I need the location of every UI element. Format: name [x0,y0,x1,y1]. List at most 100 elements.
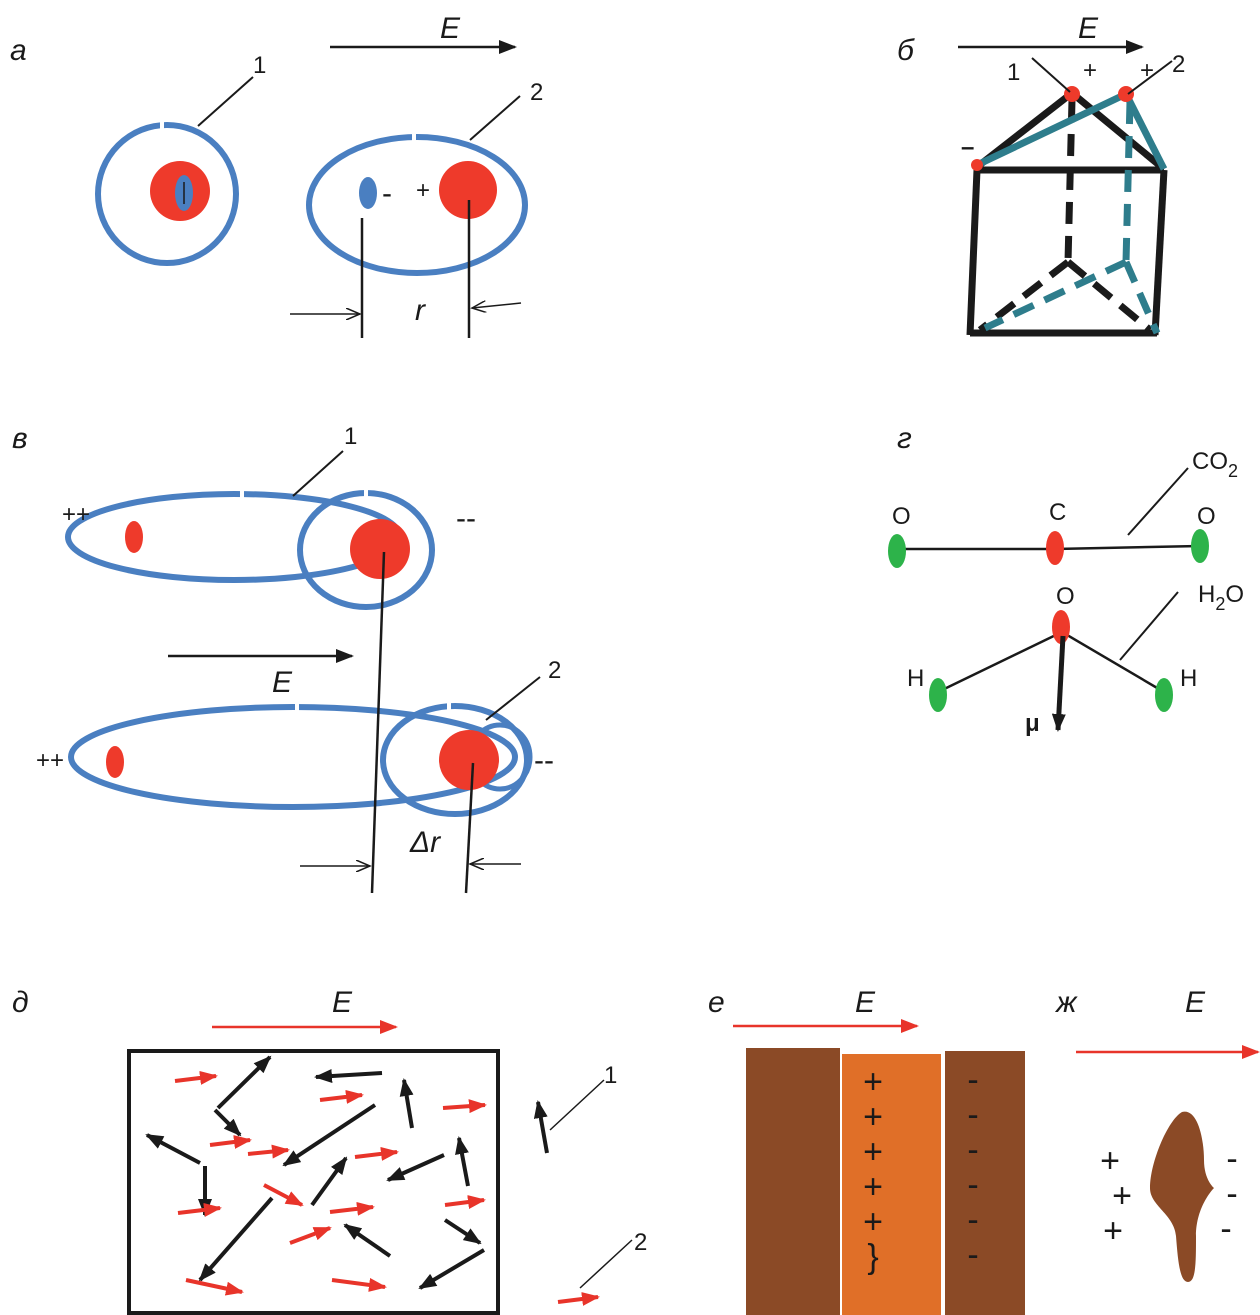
plus-sign: + [1100,1142,1120,1180]
orbit-gap [160,119,164,133]
plus-sign: + [1112,1177,1132,1215]
panel-e: е E +++++} ------ [708,986,1025,1315]
plus-sign: + [863,1133,883,1171]
electron-orbit-polarized [306,134,528,276]
aligned-dipole-arrow [444,1195,486,1209]
panel-b: б E 1 2 + + – [897,12,1185,337]
aligned-dipole-arrow [289,1226,332,1245]
orbit-gap [412,130,416,144]
plus-sign: + [416,177,430,204]
minus-sign: - [967,1096,978,1134]
minus-sign: - [382,177,392,210]
distance-label: r [415,294,426,327]
dimension-arrow-right [472,303,522,308]
label-h-left: H [907,665,924,692]
callout-1: 1 [253,52,266,79]
minus-signs: -- [456,502,476,535]
aligned-dipole-arrow [177,1202,222,1217]
callout-line-2 [1127,60,1173,95]
label-c: C [1049,499,1066,526]
panel-a: а E 1 - + 2 r [10,12,543,338]
callout-line-1 [197,76,254,127]
legend-field-arrow [557,1292,600,1306]
minus-sign: - [1226,1140,1237,1178]
bond-oh [937,630,1063,694]
label-o-left: O [892,503,911,530]
hydrogen-atom [929,678,947,712]
dipole-arrow [314,1069,383,1084]
dipole-arrow [343,1223,392,1258]
electrode-left [746,1048,840,1315]
plus-signs: ++ [36,747,64,774]
callout-line-h2o [1119,591,1179,661]
orbit-gap [447,701,451,713]
aligned-dipole-arrow [329,1201,375,1216]
dipole-arrow [443,1218,482,1245]
electron-orbit [95,122,239,266]
particle-charges-negative: --- [1220,1140,1237,1248]
orbit-gap [240,490,244,502]
label-co2: CO2 [1192,448,1238,481]
dipole-arrow [418,1248,486,1290]
nucleus [439,730,499,790]
field-label: E [1185,986,1206,1019]
aligned-dipole-arrow [209,1135,252,1149]
label-o-water: O [1056,583,1075,610]
callout-line-1 [549,1079,605,1131]
ion-negative [971,159,983,171]
electron-orbit-inner [380,703,530,817]
dimension-line-right [464,762,475,894]
electron-orbit-elongated [68,704,518,810]
callout-2: 2 [634,1229,647,1256]
nucleus-small [125,521,143,553]
plus-sign: + [863,1203,883,1241]
displaced-hidden-edge [1122,101,1134,263]
surface-charges-positive: +++++} [863,1063,883,1276]
dielectric-layer [842,1054,941,1315]
legend-dipole-arrow [533,1100,549,1154]
oxygen-atom [1191,529,1209,563]
minus-sign: - [1226,1175,1237,1213]
field-label: E [272,666,293,699]
panel-zh: ж E +++ --- [1054,986,1260,1282]
oxygen-atom [1052,610,1070,644]
prism-edge [1151,169,1168,336]
aligned-dipole-arrow [354,1146,399,1161]
dipole-arrow [386,1153,445,1182]
dipole-arrow [310,1156,348,1207]
surface-charges-negative: ------ [967,1061,978,1274]
dipole-moment-arrow [1051,635,1066,732]
aligned-field-arrows [174,1070,487,1296]
nucleus-small [106,746,124,778]
panel-d-letter: д [12,986,29,1019]
panel-d: д E 1 2 [12,986,647,1315]
plus-sign: + [1083,57,1097,84]
distance-label: Δr [409,826,441,859]
bond-co2 [1054,544,1201,551]
prism-hidden-edge [1065,259,1153,333]
callout-line-co2 [1127,467,1189,536]
field-label: E [440,12,461,45]
field-label: E [1078,12,1099,45]
plus-sign: + [863,1063,883,1101]
minus-signs: -- [534,744,554,777]
nucleus [439,161,497,219]
panel-e-letter: е [708,986,725,1019]
dipole-arrow [213,1108,242,1137]
label-h-right: H [1180,665,1197,692]
orbit-gap [364,489,368,501]
callout-line-1 [292,450,344,497]
minus-sign: - [967,1236,978,1274]
callout-1: 1 [604,1062,617,1089]
displaced-hidden-edge [1122,260,1161,335]
panel-g-letter: г [897,422,912,455]
dimension-line-left [370,551,386,894]
minus-sign: - [967,1201,978,1239]
field-label: E [332,986,353,1019]
prism-hidden-edge [977,259,1071,333]
label-h2o: H2O [1198,581,1244,614]
aligned-dipole-arrow [319,1089,364,1104]
oxygen-atom [888,534,906,568]
aligned-dipole-arrow [263,1183,304,1207]
